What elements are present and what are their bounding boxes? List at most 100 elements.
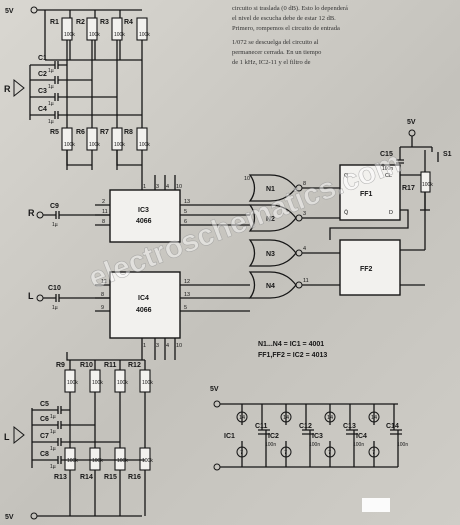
value-c11: 100n xyxy=(265,442,276,448)
label-r13: R13 xyxy=(54,474,67,481)
label-n4: N4 xyxy=(266,283,275,290)
input-r-jack xyxy=(36,211,44,219)
label-c3: C3 xyxy=(38,88,47,95)
value-c10: 1µ xyxy=(52,305,58,311)
ic4-body xyxy=(109,271,181,339)
value-r17: 100k xyxy=(422,182,433,188)
value-r4: 100k xyxy=(139,32,150,38)
prose-line-1: circuito si traslada (0 dB). Esto lo dep… xyxy=(232,5,348,12)
input-r-label: R xyxy=(28,208,35,218)
svg-text:12: 12 xyxy=(184,279,190,285)
svg-text:D: D xyxy=(389,210,393,216)
svg-text:13: 13 xyxy=(184,199,190,205)
svg-text:5: 5 xyxy=(184,209,187,215)
value-c5: 1µ xyxy=(50,414,56,420)
svg-text:14: 14 xyxy=(283,415,289,421)
resistor-r15 xyxy=(114,447,126,471)
value-c12: 100n xyxy=(309,442,320,448)
label-r17: R17 xyxy=(402,185,415,192)
svg-text:1: 1 xyxy=(143,343,146,349)
prose-line-2: el nivel de escucha debe de estar 12 dB. xyxy=(232,15,336,22)
gate-n4 xyxy=(248,271,297,299)
supply-terminal-top xyxy=(30,6,38,14)
ff1-label: FF1 xyxy=(360,191,373,198)
svg-text:4: 4 xyxy=(166,343,169,349)
label-r7: R7 xyxy=(100,129,109,136)
resistor-r13 xyxy=(64,447,76,471)
svg-text:3: 3 xyxy=(303,211,306,217)
ff1-body xyxy=(339,164,401,221)
supply-label-right: 5V xyxy=(407,119,416,126)
svg-text:CL: CL xyxy=(385,173,392,179)
nor-gates: N1 N2 N3 N4 10 8 3 4 11 xyxy=(244,174,340,299)
ic3-4066: IC3 4066 1 3 4 10 2 11 8 13 5 6 xyxy=(95,175,250,243)
label-n3: N3 xyxy=(266,251,275,258)
supply-label-decoupling: 5V xyxy=(210,386,219,393)
svg-text:8: 8 xyxy=(102,219,105,225)
ic4-part: 4066 xyxy=(136,307,152,314)
svg-text:11: 11 xyxy=(101,279,107,285)
ic3-label: IC3 xyxy=(138,207,149,214)
value-r9: 100k xyxy=(67,380,78,386)
prose-line-5: permanecer cerrada. En un tiempo xyxy=(232,49,321,56)
clock-section: 5V C15 100n R17 100k S1 xyxy=(380,119,452,211)
svg-text:7: 7 xyxy=(284,450,287,456)
svg-text:7: 7 xyxy=(240,450,243,456)
decoupling-section: 5V 14 7 14 7 14 7 14 7 IC1 IC2 IC3 IC xyxy=(210,386,408,471)
label-c2: C2 xyxy=(38,71,47,78)
value-r14: 100k xyxy=(92,458,103,464)
label-c13: C13 xyxy=(343,423,356,430)
svg-text:5: 5 xyxy=(184,305,187,311)
capacitor-bank-top: C1 C2 C3 C4 1µ 1µ 1µ 1µ R xyxy=(4,55,142,125)
resistor-bank-top: R1 R2 R3 R4 100k 100k 100k 100k R5 R6 R7… xyxy=(45,17,150,175)
value-r15: 100k xyxy=(117,458,128,464)
label-c1: C1 xyxy=(38,55,47,62)
ff2-label: FF2 xyxy=(360,266,373,273)
resistor-r8 xyxy=(136,127,148,151)
svg-text:Q: Q xyxy=(344,173,349,179)
input-l-label: L xyxy=(28,291,34,301)
value-r6: 100k xyxy=(89,142,100,148)
value-r1: 100k xyxy=(64,32,75,38)
value-c13: 100n xyxy=(353,442,364,448)
gate-n1 xyxy=(248,174,297,202)
label-r1: R1 xyxy=(50,19,59,26)
value-r10: 100k xyxy=(92,380,103,386)
label-r15: R15 xyxy=(104,474,117,481)
label-c5: C5 xyxy=(40,401,49,408)
output-r-arrow xyxy=(13,78,25,98)
value-r13: 100k xyxy=(67,458,78,464)
label-r16: R16 xyxy=(128,474,141,481)
ground-terminal-decoupling xyxy=(213,463,221,471)
supply-rails: 5V 5V xyxy=(5,6,146,521)
supply-label-top: 5V xyxy=(5,8,14,15)
magazine-prose: circuito si traslada (0 dB). Esto lo dep… xyxy=(232,5,348,66)
svg-text:14: 14 xyxy=(327,415,333,421)
resistor-bank-bottom: R9 R10 R11 R12 100k 100k 100k 100k R13 R… xyxy=(54,352,153,481)
supply-label-bottom: 5V xyxy=(5,514,14,521)
label-c15: C15 xyxy=(380,151,393,158)
svg-text:11: 11 xyxy=(102,209,108,215)
svg-text:10: 10 xyxy=(244,176,250,182)
input-r: R C9 1µ xyxy=(28,203,110,228)
ic4-label: IC4 xyxy=(138,295,149,302)
prose-line-3: Primero, rompemos el circuito de entrada xyxy=(232,25,340,32)
note-gates: N1...N4 = IC1 = 4001 xyxy=(258,341,324,348)
ic4-4066: IC4 4066 11 8 9 12 13 5 1 3 4 10 xyxy=(95,271,250,360)
label-r10: R10 xyxy=(80,362,93,369)
supply-terminal-bottom xyxy=(30,512,38,520)
label-r4: R4 xyxy=(124,19,133,26)
ic3-part: 4066 xyxy=(136,218,152,225)
label-c7: C7 xyxy=(40,433,49,440)
value-c7: 1µ xyxy=(50,446,56,452)
output-r-label: R xyxy=(4,84,11,94)
label-c14: C14 xyxy=(386,423,399,430)
prose-line-6: de 1 kHz, IC2-11 y el filtro de xyxy=(232,59,311,66)
svg-text:14: 14 xyxy=(371,415,377,421)
svg-text:1: 1 xyxy=(143,184,146,190)
decoupling-ic3: IC3 xyxy=(312,433,323,440)
resistor-r14 xyxy=(89,447,101,471)
label-c12: C12 xyxy=(299,423,312,430)
